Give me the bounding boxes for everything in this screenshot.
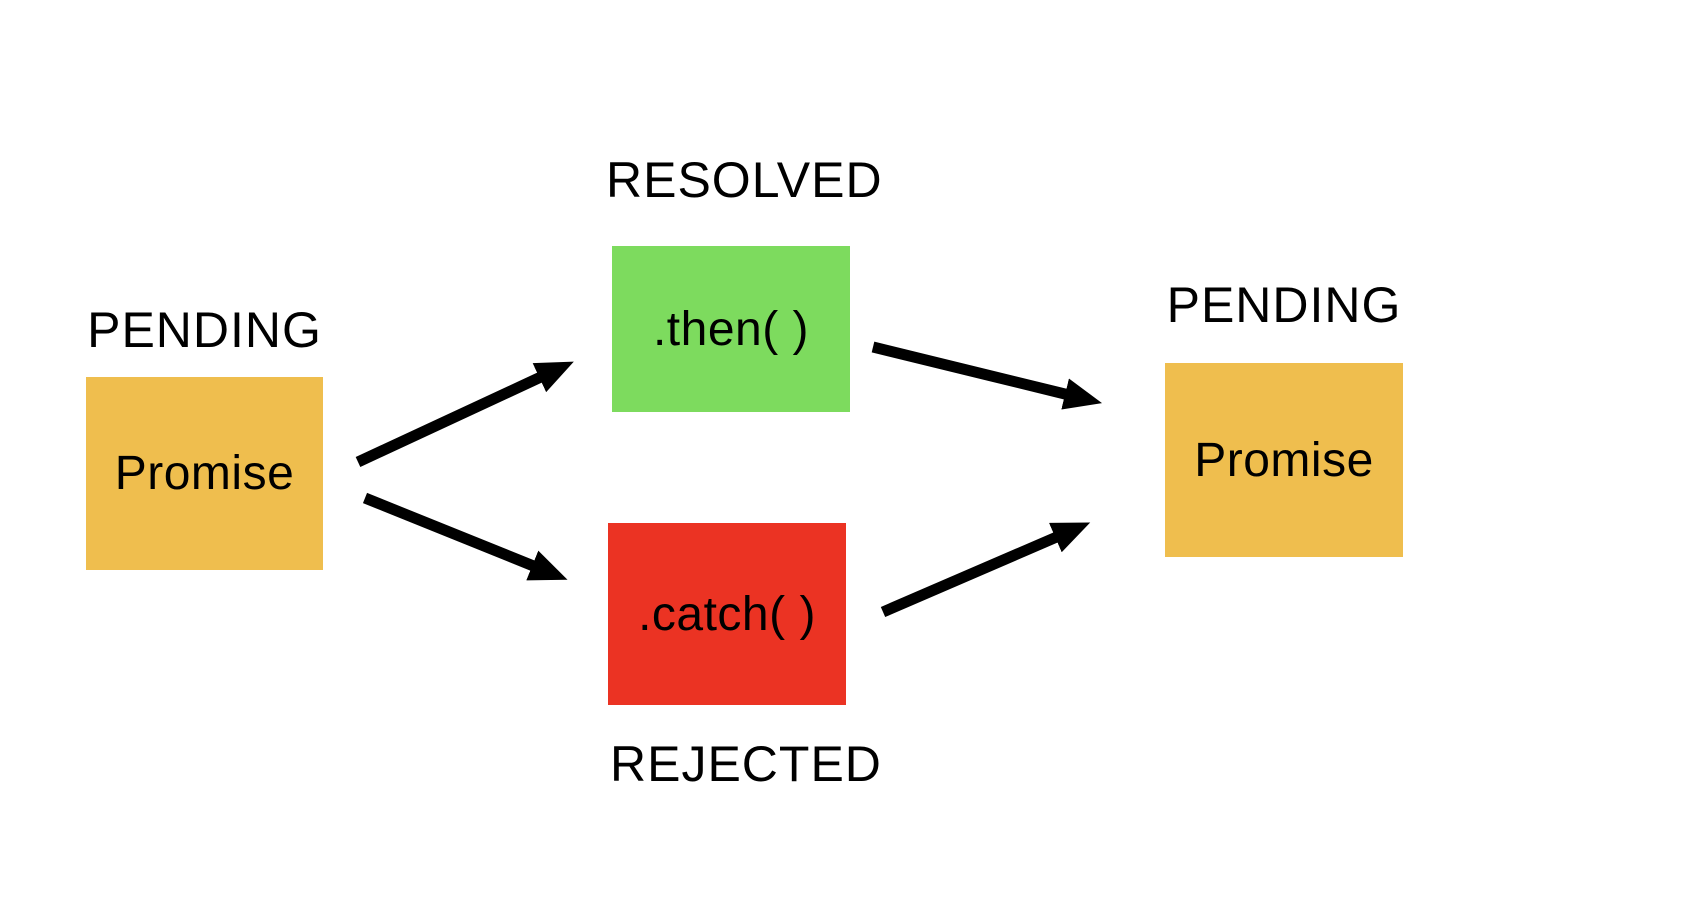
node-then-handler: .then( ) bbox=[612, 246, 850, 412]
node-promise-result: Promise bbox=[1165, 363, 1403, 557]
node-catch-handler: .catch( ) bbox=[608, 523, 846, 705]
node-promise-initial-label: Promise bbox=[114, 447, 295, 500]
arrow-catch-to-promise bbox=[880, 522, 1091, 618]
node-promise-initial: Promise bbox=[86, 377, 323, 570]
node-promise-result-label: Promise bbox=[1194, 433, 1374, 487]
state-label-rejected: REJECTED bbox=[610, 736, 882, 792]
arrow-pending-to-catch bbox=[362, 492, 568, 581]
node-catch-handler-label: .catch( ) bbox=[638, 587, 816, 641]
node-then-handler-label: .then( ) bbox=[652, 302, 810, 356]
state-label-pending-initial: PENDING bbox=[87, 302, 322, 358]
arrow-pending-to-then bbox=[355, 361, 574, 467]
state-label-resolved: RESOLVED bbox=[606, 152, 883, 208]
arrow-then-to-promise bbox=[871, 341, 1103, 410]
state-label-pending-result: PENDING bbox=[1166, 277, 1402, 333]
